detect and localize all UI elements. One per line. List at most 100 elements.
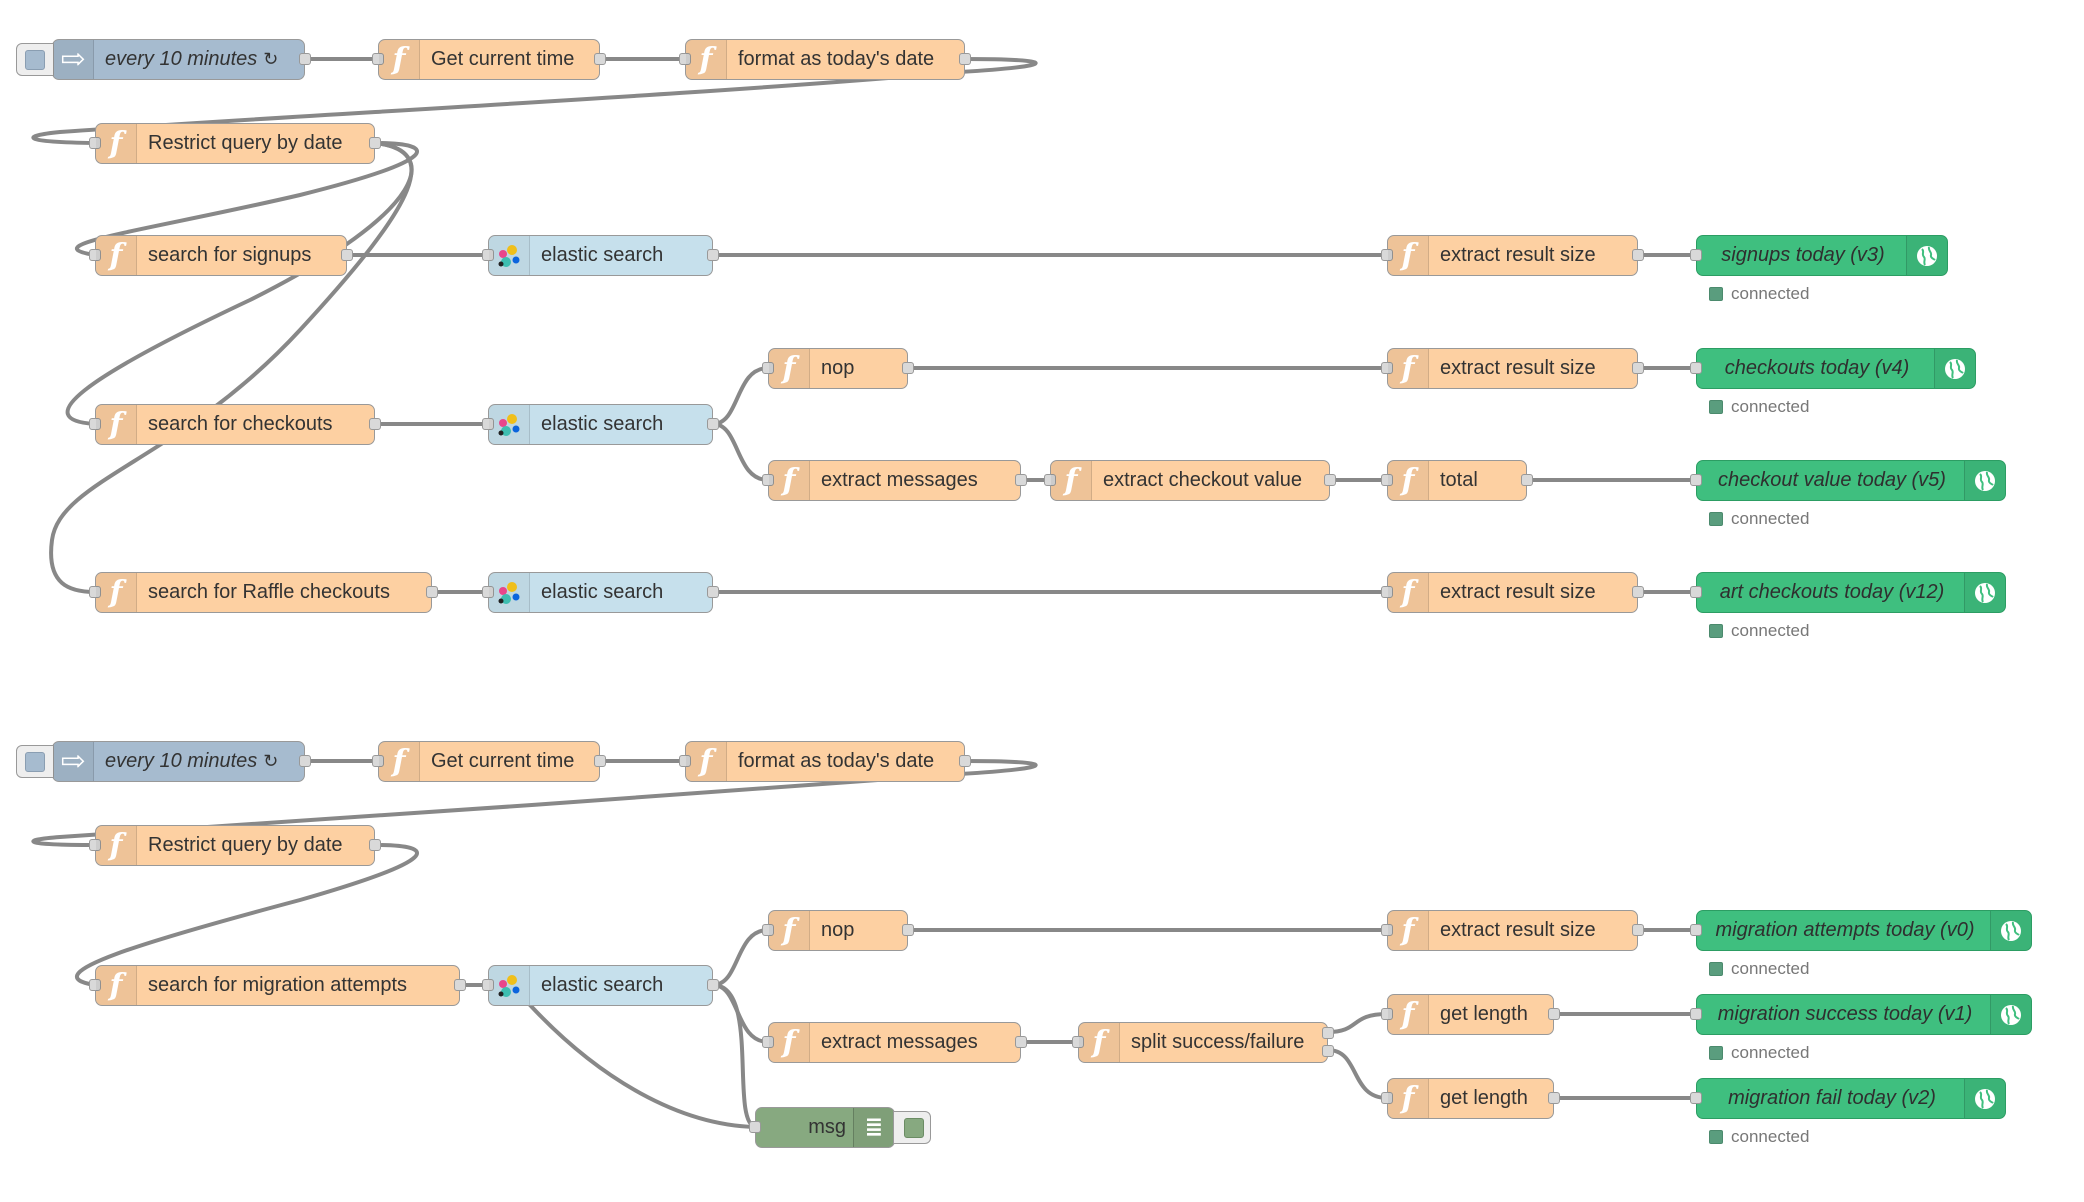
function-node-extract-result-size[interactable]: f extract result size [1381, 572, 1644, 613]
debug-toggle-button[interactable] [893, 1111, 931, 1144]
output-port[interactable] [902, 362, 914, 374]
elasticsearch-node[interactable]: elastic search [482, 235, 719, 276]
input-port[interactable] [1690, 249, 1702, 261]
output-port[interactable] [369, 418, 381, 430]
input-port[interactable] [1690, 1008, 1702, 1020]
input-port[interactable] [679, 53, 691, 65]
output-port[interactable] [959, 53, 971, 65]
function-node-restrict-query[interactable]: f Restrict query by date [89, 825, 381, 866]
output-port[interactable] [454, 979, 466, 991]
dashboard-node-migration-attempts[interactable]: migration attempts today (v0) connected [1690, 910, 2032, 978]
input-port[interactable] [482, 418, 494, 430]
output-port[interactable] [1324, 474, 1336, 486]
input-port[interactable] [762, 362, 774, 374]
output-port[interactable] [707, 979, 719, 991]
function-node-search-signups[interactable]: f search for signups [89, 235, 353, 276]
input-port[interactable] [1381, 586, 1393, 598]
function-node-get-length[interactable]: f get length [1381, 1078, 1560, 1119]
input-port[interactable] [89, 249, 101, 261]
input-port[interactable] [1690, 362, 1702, 374]
output-port[interactable] [707, 249, 719, 261]
dashboard-node-signups[interactable]: signups today (v3) connected [1690, 235, 1948, 303]
dashboard-node-migration-fail[interactable]: migration fail today (v2) connected [1690, 1078, 2006, 1146]
output-port-1[interactable] [1322, 1027, 1334, 1039]
function-node-get-current-time[interactable]: f Get current time [372, 741, 606, 782]
output-port[interactable] [1521, 474, 1533, 486]
input-port[interactable] [482, 249, 494, 261]
output-port[interactable] [1632, 362, 1644, 374]
function-node-extract-messages[interactable]: f extract messages [762, 1022, 1027, 1063]
function-node-search-checkouts[interactable]: f search for checkouts [89, 404, 381, 445]
input-port[interactable] [89, 137, 101, 149]
function-node-split-success-failure[interactable]: f split success/failure [1072, 1022, 1334, 1063]
input-port[interactable] [1381, 249, 1393, 261]
output-port[interactable] [594, 53, 606, 65]
output-port[interactable] [1548, 1092, 1560, 1104]
function-node-extract-result-size[interactable]: f extract result size [1381, 235, 1644, 276]
function-node-format-date[interactable]: f format as today's date [679, 741, 971, 782]
output-port[interactable] [594, 755, 606, 767]
output-port[interactable] [426, 586, 438, 598]
input-port[interactable] [1381, 474, 1393, 486]
input-port[interactable] [1044, 474, 1056, 486]
output-port-2[interactable] [1322, 1045, 1334, 1057]
function-node-total[interactable]: f total [1381, 460, 1533, 501]
dashboard-node-checkouts[interactable]: checkouts today (v4) connected [1690, 348, 1976, 416]
function-node-extract-result-size[interactable]: f extract result size [1381, 910, 1644, 951]
dashboard-node-art-checkouts[interactable]: art checkouts today (v12) connected [1690, 572, 2006, 640]
output-port[interactable] [1015, 474, 1027, 486]
input-port[interactable] [89, 979, 101, 991]
inject-trigger-button[interactable] [16, 745, 54, 778]
output-port[interactable] [369, 137, 381, 149]
output-port[interactable] [299, 755, 311, 767]
output-port[interactable] [707, 418, 719, 430]
output-port[interactable] [341, 249, 353, 261]
input-port[interactable] [1381, 362, 1393, 374]
inject-trigger-button[interactable] [16, 43, 54, 76]
output-port[interactable] [1015, 1036, 1027, 1048]
output-port[interactable] [369, 839, 381, 851]
dashboard-node-migration-success[interactable]: migration success today (v1) connected [1690, 994, 2032, 1062]
elasticsearch-node[interactable]: elastic search [482, 404, 719, 445]
dashboard-node-checkout-value[interactable]: checkout value today (v5) connected [1690, 460, 2006, 528]
inject-node-every-10-minutes[interactable]: ⇨ every 10 minutes↻ [16, 39, 311, 80]
input-port[interactable] [1690, 474, 1702, 486]
input-port[interactable] [89, 586, 101, 598]
input-port[interactable] [89, 839, 101, 851]
input-port[interactable] [762, 1036, 774, 1048]
debug-node-msg[interactable]: msg ≣ [749, 1107, 931, 1148]
input-port[interactable] [1072, 1036, 1084, 1048]
input-port[interactable] [1381, 924, 1393, 936]
input-port[interactable] [372, 755, 384, 767]
input-port[interactable] [1690, 1092, 1702, 1104]
input-port[interactable] [762, 474, 774, 486]
function-node-extract-result-size[interactable]: f extract result size [1381, 348, 1644, 389]
output-port[interactable] [299, 53, 311, 65]
output-port[interactable] [1632, 249, 1644, 261]
output-port[interactable] [1548, 1008, 1560, 1020]
input-port[interactable] [1381, 1008, 1393, 1020]
input-port[interactable] [1381, 1092, 1393, 1104]
function-node-extract-messages[interactable]: f extract messages [762, 460, 1027, 501]
input-port[interactable] [749, 1121, 761, 1133]
elasticsearch-node[interactable]: elastic search [482, 572, 719, 613]
function-node-nop[interactable]: f nop [762, 348, 914, 389]
input-port[interactable] [1690, 924, 1702, 936]
input-port[interactable] [679, 755, 691, 767]
function-node-nop[interactable]: f nop [762, 910, 914, 951]
output-port[interactable] [902, 924, 914, 936]
function-node-get-current-time[interactable]: f Get current time [372, 39, 606, 80]
output-port[interactable] [707, 586, 719, 598]
output-port[interactable] [1632, 924, 1644, 936]
function-node-format-date[interactable]: f format as today's date [679, 39, 971, 80]
input-port[interactable] [482, 586, 494, 598]
input-port[interactable] [1690, 586, 1702, 598]
input-port[interactable] [372, 53, 384, 65]
elasticsearch-node[interactable]: elastic search [482, 965, 719, 1006]
function-node-search-migration[interactable]: f search for migration attempts [89, 965, 466, 1006]
input-port[interactable] [89, 418, 101, 430]
output-port[interactable] [1632, 586, 1644, 598]
function-node-restrict-query[interactable]: f Restrict query by date [89, 123, 381, 164]
function-node-extract-checkout-value[interactable]: f extract checkout value [1044, 460, 1336, 501]
inject-node-every-10-minutes[interactable]: ⇨ every 10 minutes↻ [16, 741, 311, 782]
